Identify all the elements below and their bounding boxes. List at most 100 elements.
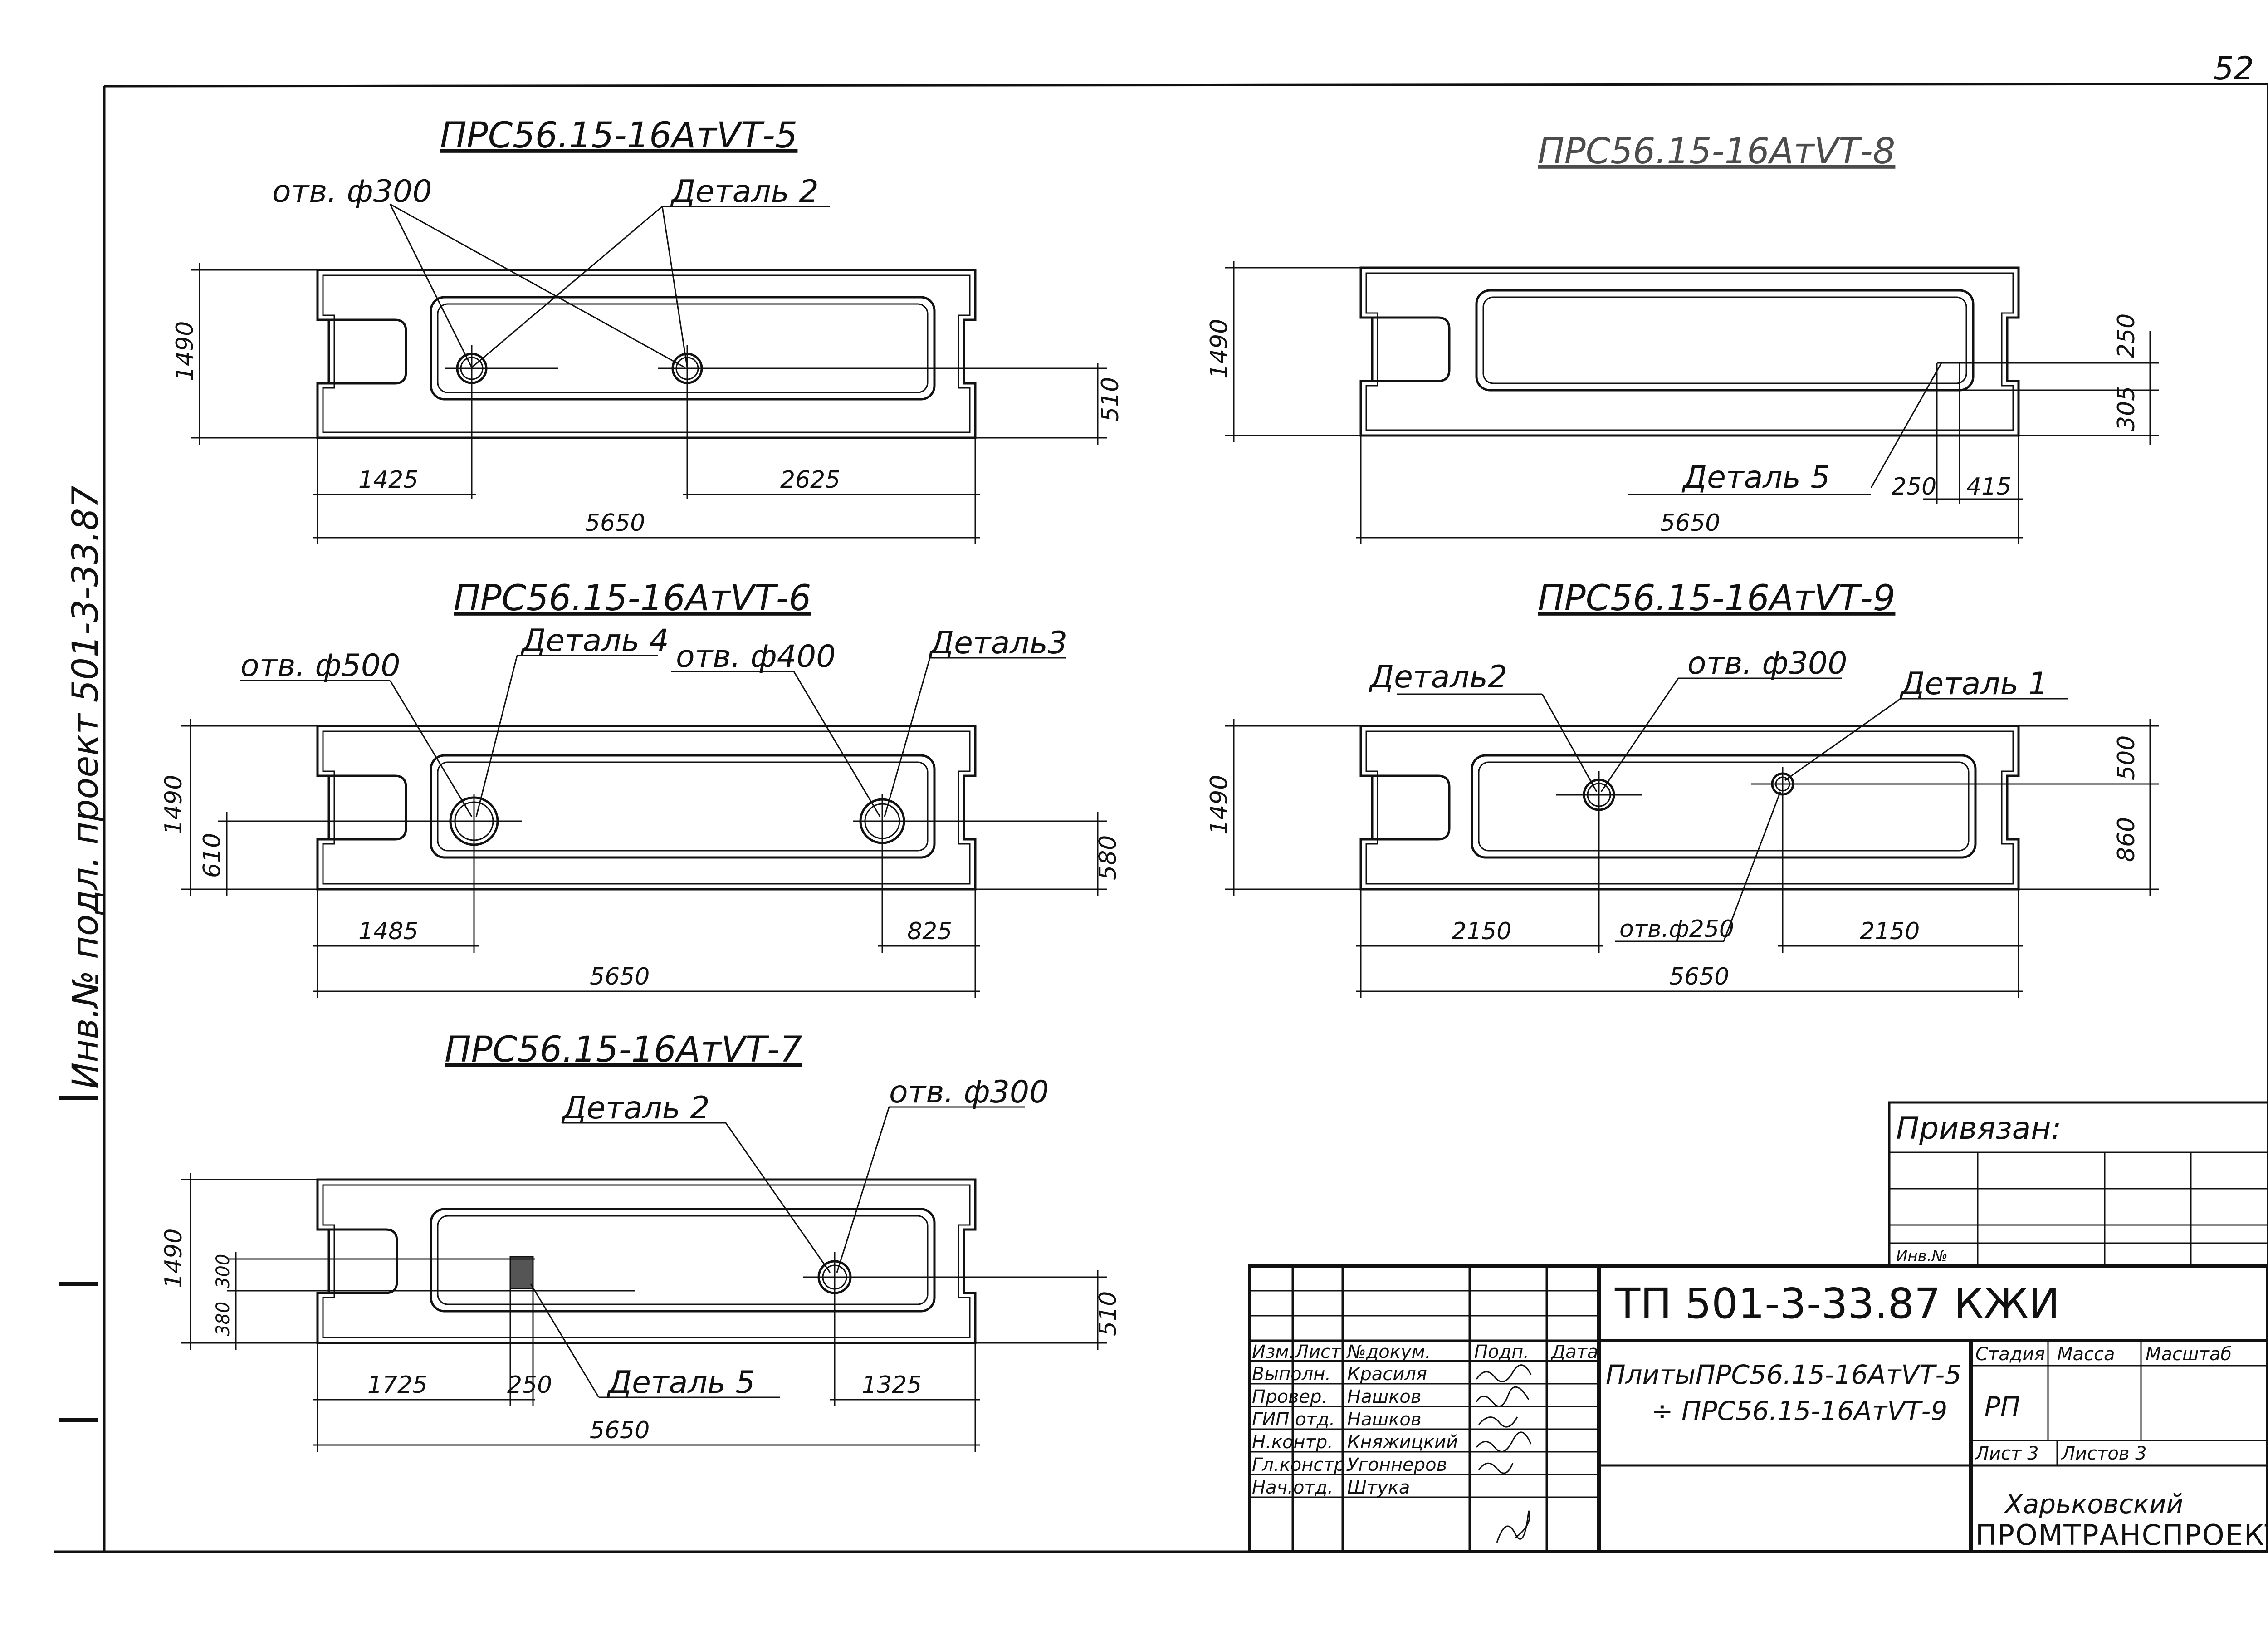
plate-6-dim-a: 1485 — [358, 918, 418, 945]
plate-9-notch — [1372, 774, 1451, 841]
plate-6-dim-height: 1490 — [160, 775, 187, 835]
tb-name-6: Штука — [1347, 1477, 1410, 1498]
tb-role-5: Гл.констр. — [1252, 1455, 1351, 1475]
plate-7-title: ПРС56.15-16АтVТ-7 — [445, 1029, 802, 1070]
drawing-plate-6: ПРС56.15-16АтVТ-6 отв. ф500 Деталь 4 отв… — [160, 578, 1122, 998]
plate-8-dim-a: 250 — [1892, 473, 1936, 500]
tb-doc-code: ТП 501-3-33.87 КЖИ — [1614, 1279, 2060, 1328]
plate-6-notch — [329, 774, 407, 841]
plate-5-dim-b: 2625 — [780, 466, 840, 494]
drawing-plate-7: ПРС56.15-16АтVТ-7 Деталь 2 отв. ф300 Дет… — [160, 1029, 1122, 1452]
plate-7-outline — [316, 1178, 977, 1344]
plate-5-dim-height: 1490 — [171, 321, 199, 381]
plate-8-dim-right-bottom: 305 — [2113, 386, 2140, 431]
plate-8-outline — [1359, 266, 2020, 437]
plate-9-dim-right-bottom: 860 — [2113, 817, 2140, 862]
tb-description-1: ПлитыПРС56.15-16АтVТ-5 — [1606, 1359, 1961, 1390]
plate-9-callout-hole-250: отв.ф250 — [1619, 916, 1734, 943]
plate-7-callout-detail-2: Деталь 2 — [561, 1090, 710, 1126]
tb-org-2: ПРОМТРАНСПРОЕКТ — [1975, 1518, 2268, 1552]
plate-7-inner-panel — [430, 1208, 936, 1313]
plate-9-callout-hole-300: отв. ф300 — [1687, 646, 1847, 681]
plate-5-callout-detail: Деталь 2 — [670, 174, 819, 210]
plate-7-dim-a: 1725 — [367, 1371, 427, 1399]
plate-8-dim-height: 1490 — [1206, 319, 1233, 379]
plate-7-detail-5-block — [509, 1256, 534, 1289]
plate-5-callout-hole: отв. ф300 — [272, 174, 432, 210]
tb-role-6: Нач.отд. — [1252, 1477, 1333, 1498]
tb-role-1: Выполн. — [1252, 1364, 1331, 1385]
plate-8-dim-length: 5650 — [1660, 509, 1720, 537]
binding-box-title: Привязан: — [1896, 1111, 2062, 1146]
plate-5-outline — [316, 269, 977, 439]
tb-header-sign: Подп. — [1474, 1342, 1529, 1362]
plate-8-dim-b: 415 — [1966, 473, 2011, 500]
plate-6-outline — [316, 725, 977, 891]
plate-5-notch — [329, 318, 407, 385]
plate-7-dim-c: 1325 — [862, 1371, 922, 1399]
plate-9-dim-height: 1490 — [1206, 775, 1233, 835]
tb-role-4: Н.контр. — [1252, 1432, 1333, 1453]
tb-name-2: Нашков — [1347, 1386, 1421, 1407]
plate-5-dim-a: 1425 — [358, 466, 418, 494]
drawing-plate-5: ПРС56.15-16АтVТ-5 отв. ф300 Деталь 2 149… — [171, 115, 1124, 544]
plate-7-dim-left-top: 300 — [213, 1254, 234, 1288]
tb-role-2: Провер. — [1252, 1386, 1327, 1407]
plate-8-title: ПРС56.15-16АтVТ-8 — [1538, 131, 1895, 172]
plate-9-dim-a: 2150 — [1452, 918, 1511, 945]
tb-org-1: Харьковский — [2004, 1489, 2183, 1519]
plate-9-callout-detail-1: Деталь 1 — [1899, 666, 2048, 702]
binding-box: Привязан: Инв.№ — [1888, 1101, 2268, 1267]
tb-scale-label: Масштаб — [2146, 1344, 2232, 1365]
plate-7-notch — [329, 1228, 398, 1294]
plate-8-callout-detail: Деталь 5 — [1681, 460, 1830, 495]
tb-role-3: ГИП отд. — [1252, 1409, 1335, 1430]
plate-6-dim-right: 580 — [1095, 835, 1122, 880]
plate-9-dim-b: 2150 — [1860, 918, 1920, 945]
tb-name-5: Угоннеров — [1347, 1455, 1447, 1475]
plate-6-inner-panel — [430, 754, 936, 859]
plate-6-dim-left: 610 — [199, 833, 226, 878]
drawing-plate-8: ПРС56.15-16АтVТ-8 Деталь 5 1490 250 305 … — [1206, 131, 2159, 544]
signatures — [1476, 1364, 1532, 1543]
plate-9-dim-right-top: 500 — [2113, 735, 2140, 780]
tb-sheets: Листов 3 — [2061, 1443, 2147, 1464]
plate-7-dim-right: 510 — [1095, 1291, 1122, 1336]
drawing-plate-9: ПРС56.15-16АтVТ-9 Деталь2 отв. ф300 Дета… — [1206, 578, 2159, 998]
tb-description-2: ÷ ПРС56.15-16АтVТ-9 — [1651, 1396, 1947, 1426]
plate-6-callout-detail-3: Деталь3 — [929, 625, 1067, 661]
plate-8-notch — [1372, 316, 1451, 382]
plate-5-title: ПРС56.15-16АтVТ-5 — [440, 115, 797, 156]
title-block: Изм. Лист №докум. Подп. Дата Выполн. Про… — [1248, 1264, 2268, 1553]
plate-7-dim-b: 250 — [507, 1371, 552, 1399]
tb-name-3: Нашков — [1347, 1409, 1421, 1430]
plate-6-callout-detail-4: Деталь 4 — [520, 623, 669, 659]
tb-stage-label: Стадия — [1975, 1344, 2045, 1365]
plate-7-dim-length: 5650 — [590, 1417, 650, 1444]
tb-sheet: Лист 3 — [1975, 1443, 2039, 1464]
plate-5-dim-length: 5650 — [585, 509, 645, 537]
plate-8-inner-panel — [1475, 289, 1975, 392]
tb-header-izm: Изм. — [1252, 1342, 1295, 1362]
plate-9-outline — [1359, 725, 2020, 891]
tb-name-1: Красиля — [1347, 1364, 1427, 1385]
plate-6-callout-hole-400: отв. ф400 — [676, 639, 836, 675]
tb-stage-value: РП — [1984, 1391, 2020, 1422]
plate-6-title: ПРС56.15-16АтVТ-6 — [454, 578, 811, 619]
plate-7-callout-hole: отв. ф300 — [889, 1074, 1049, 1110]
plate-5-inner-panel — [430, 296, 936, 401]
plate-7-dim-left-bottom: 380 — [213, 1302, 234, 1336]
plate-5-dim-right: 510 — [1097, 377, 1124, 422]
plate-6-callout-hole-500: отв. ф500 — [240, 648, 400, 684]
tb-header-date: Дата — [1550, 1342, 1598, 1362]
side-stamp: Инв.№ подл. проект 501-3-33.87 — [65, 485, 106, 1089]
plate-6-dim-b: 825 — [907, 918, 952, 945]
plate-8-dim-right-top: 250 — [2113, 313, 2140, 358]
sheet-number: 52 — [2214, 50, 2254, 87]
plate-7-callout-detail-5: Деталь 5 — [606, 1365, 755, 1401]
tb-mass-label: Масса — [2057, 1344, 2115, 1365]
tb-name-4: Княжицкий — [1347, 1432, 1458, 1453]
sheet-frame — [54, 83, 2268, 1553]
plate-6-dim-length: 5650 — [590, 963, 650, 990]
